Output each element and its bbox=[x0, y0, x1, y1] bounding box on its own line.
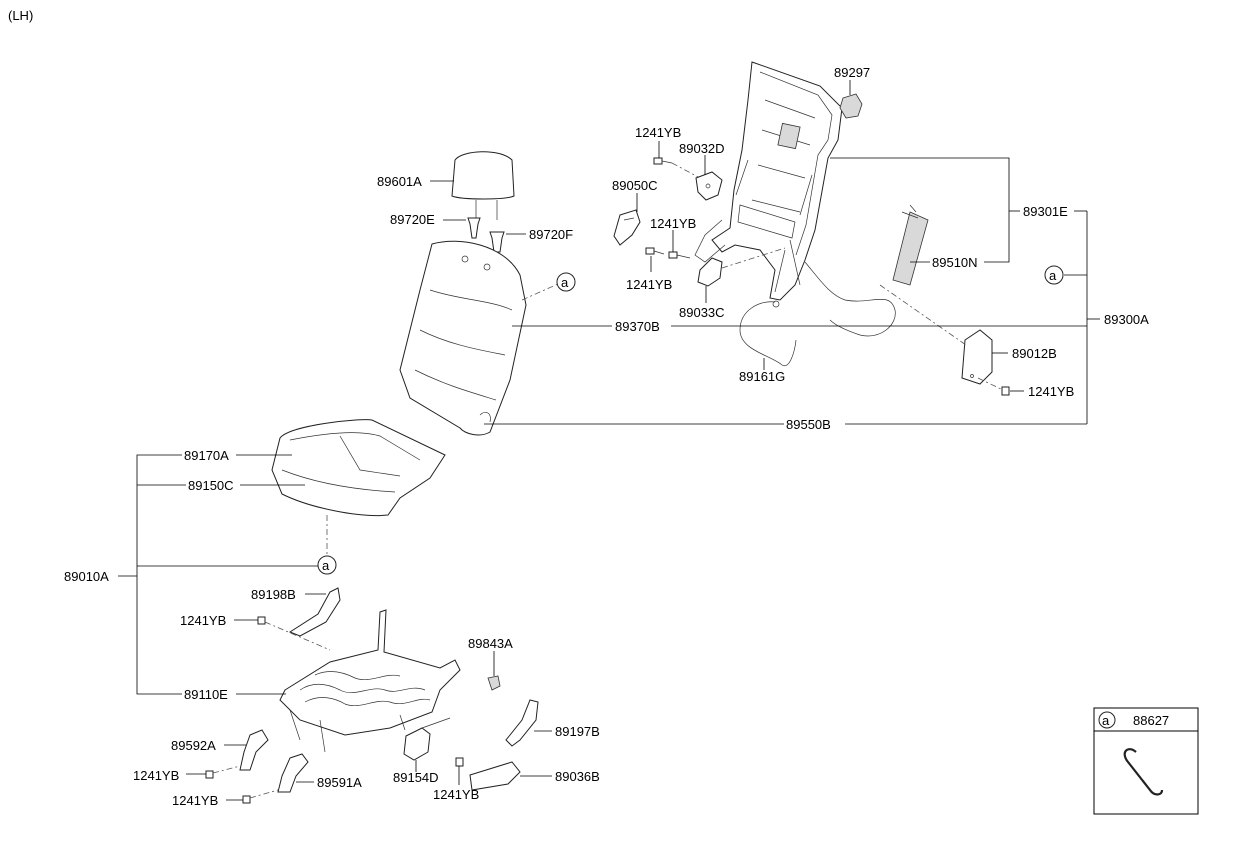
label-1241yb-top: 1241YB bbox=[635, 125, 681, 140]
label-89032d: 89032D bbox=[679, 141, 725, 156]
cover-89036b bbox=[469, 761, 521, 791]
label-89012b: 89012B bbox=[1012, 346, 1057, 361]
rail-89198b bbox=[288, 587, 341, 637]
bracket-89050c bbox=[613, 209, 641, 246]
label-1241yb-lower: 1241YB bbox=[626, 277, 672, 292]
callout-a-seat-letter: a bbox=[322, 558, 330, 573]
part-89297-clip bbox=[839, 93, 863, 119]
bolt-1241yb-lower bbox=[645, 247, 665, 255]
bracket-89033c bbox=[697, 257, 723, 287]
bracket-89592a bbox=[239, 729, 269, 771]
label-89297: 89297 bbox=[834, 65, 870, 80]
label-89154d: 89154D bbox=[393, 770, 439, 785]
hog-ring-88627 bbox=[1123, 748, 1164, 796]
label-1241yb-bl1: 1241YB bbox=[133, 768, 179, 783]
label-89301e: 89301E bbox=[1023, 204, 1068, 219]
label-89161g: 89161G bbox=[739, 369, 785, 384]
seat-pan-89110e bbox=[279, 609, 461, 753]
inset-box: a 88627 bbox=[1093, 707, 1199, 815]
label-89110e: 89110E bbox=[184, 687, 228, 702]
label-89036b: 89036B bbox=[555, 769, 600, 784]
label-89592a: 89592A bbox=[171, 738, 216, 753]
bracket-89591a bbox=[277, 753, 309, 793]
guide-89720f bbox=[489, 231, 505, 253]
bolt-1241yb-bl1 bbox=[205, 770, 214, 779]
bracket-89154d bbox=[403, 717, 451, 761]
bolt-1241yb-right bbox=[1001, 386, 1010, 396]
guide-89720e bbox=[467, 217, 481, 239]
callout-a-back-letter: a bbox=[561, 275, 569, 290]
label-1241yb-right: 1241YB bbox=[1028, 384, 1074, 399]
bracket-89032d bbox=[695, 171, 723, 201]
clip-89843a bbox=[487, 675, 501, 691]
harness-89161g bbox=[739, 261, 896, 367]
callout-a-right bbox=[1044, 265, 1064, 285]
seat-cushion-89170a bbox=[271, 419, 446, 517]
label-89197b: 89197B bbox=[555, 724, 600, 739]
label-1241yb-bot: 1241YB bbox=[433, 787, 479, 802]
seat-back-frame bbox=[694, 61, 843, 301]
cover-89012b bbox=[961, 329, 993, 385]
bolt-1241yb-top bbox=[653, 157, 673, 165]
label-89010a: 89010A bbox=[64, 569, 109, 584]
side-rail-89197b bbox=[505, 699, 539, 747]
callout-a-seat bbox=[317, 555, 337, 575]
callout-a-right-letter: a bbox=[1049, 268, 1057, 283]
label-89370b: 89370B bbox=[615, 319, 660, 334]
label-89720e: 89720E bbox=[390, 212, 435, 227]
label-89591a: 89591A bbox=[317, 775, 362, 790]
label-1241yb-bl2: 1241YB bbox=[172, 793, 218, 808]
label-1241yb-rail: 1241YB bbox=[180, 613, 226, 628]
bolt-1241yb-bot bbox=[455, 757, 464, 767]
label-89510n: 89510N bbox=[932, 255, 978, 270]
label-89601a: 89601A bbox=[377, 174, 422, 189]
label-89170a: 89170A bbox=[184, 448, 229, 463]
label-89050c: 89050C bbox=[612, 178, 658, 193]
label-89720f: 89720F bbox=[529, 227, 573, 242]
side-label: (LH) bbox=[8, 8, 33, 23]
bolt-1241yb-rail bbox=[257, 616, 266, 625]
label-89150c: 89150C bbox=[188, 478, 234, 493]
inset-letter: a bbox=[1102, 713, 1110, 728]
label-89300a: 89300A bbox=[1104, 312, 1149, 327]
label-1241yb-mid: 1241YB bbox=[650, 216, 696, 231]
back-cushion-89370b bbox=[399, 240, 527, 436]
airbag-89510n bbox=[892, 204, 929, 286]
bolt-1241yb-bl2 bbox=[242, 795, 251, 804]
label-89033c: 89033C bbox=[679, 305, 725, 320]
bolt-1241yb-mid bbox=[668, 251, 691, 259]
label-89198b: 89198B bbox=[251, 587, 296, 602]
callout-a-back bbox=[556, 272, 576, 292]
label-89843a: 89843A bbox=[468, 636, 513, 651]
inset-part-number: 88627 bbox=[1133, 713, 1169, 728]
headrest-89601a bbox=[451, 151, 515, 220]
label-89550b: 89550B bbox=[786, 417, 831, 432]
